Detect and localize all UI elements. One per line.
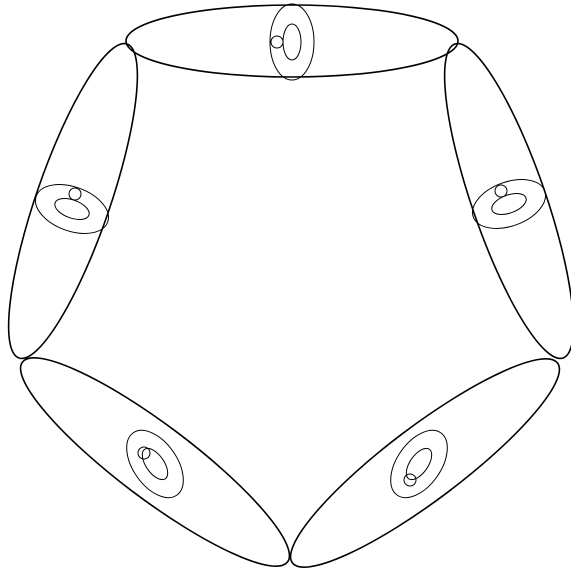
- lobe-lower-right: [270, 334, 571, 573]
- lobe-top-inner-ring: [283, 24, 301, 60]
- lobe-upper-left-outer-ring: [29, 175, 115, 242]
- lobe-lower-left-inner-ring: [137, 444, 172, 484]
- lobe-upper-right-inner-ring: [489, 189, 529, 218]
- lobe-upper-left: [0, 32, 162, 370]
- lobe-lower-right-inner-ring: [401, 444, 436, 484]
- lobe-upper-left-dot: [69, 188, 81, 200]
- lobe-upper-right: [420, 32, 571, 370]
- lobe-lower-left-outline: [0, 333, 310, 573]
- lobe-top-outline: [126, 5, 458, 77]
- lobe-upper-right-outline: [420, 32, 571, 370]
- lobe-lower-left-outer-ring: [115, 420, 195, 507]
- lobe-lower-left: [0, 333, 310, 573]
- lobe-upper-left-outline: [0, 32, 162, 370]
- lobe-lower-right-outline: [270, 334, 571, 573]
- lobe-top-dot: [271, 36, 283, 48]
- lobe-upper-right-dot: [495, 185, 507, 197]
- lobe-lower-right-outer-ring: [379, 420, 459, 507]
- lobe-lower-left-dot: [138, 447, 150, 459]
- lobes-group: [0, 4, 571, 573]
- lobe-top: [126, 4, 458, 80]
- lobe-lower-right-dot: [404, 474, 416, 486]
- lobe-top-outer-ring: [270, 4, 314, 80]
